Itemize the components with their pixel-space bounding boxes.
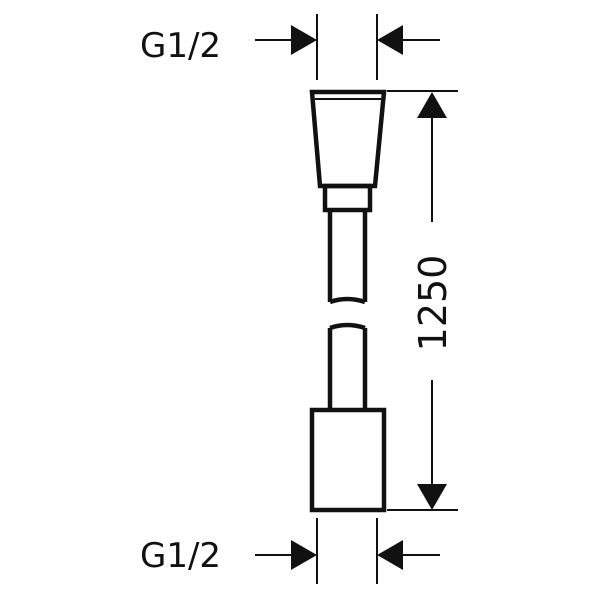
- length-dimension: 1250: [387, 90, 458, 511]
- bottom-left-arrowhead: [291, 540, 317, 570]
- hose-body: [327, 210, 368, 410]
- length-top-arrowhead: [417, 92, 447, 118]
- bottom-thread-dimension: G1/2: [140, 518, 440, 584]
- hose-upper-break: [329, 296, 366, 305]
- top-nut: [309, 89, 387, 189]
- top-ferrule: [322, 183, 373, 213]
- top-thread-label: G1/2: [140, 26, 221, 66]
- top-thread-dimension: G1/2: [140, 14, 440, 80]
- top-left-arrowhead: [291, 25, 317, 55]
- top-nut-fitting: [309, 89, 387, 213]
- top-right-arrowhead: [377, 25, 403, 55]
- bottom-nut-fitting: [309, 407, 387, 513]
- bottom-nut: [309, 407, 387, 513]
- bottom-thread-label: G1/2: [140, 536, 221, 576]
- length-label: 1250: [411, 255, 455, 352]
- hose-lower-break: [329, 322, 366, 331]
- bottom-right-arrowhead: [377, 540, 403, 570]
- length-bottom-arrowhead: [417, 484, 447, 510]
